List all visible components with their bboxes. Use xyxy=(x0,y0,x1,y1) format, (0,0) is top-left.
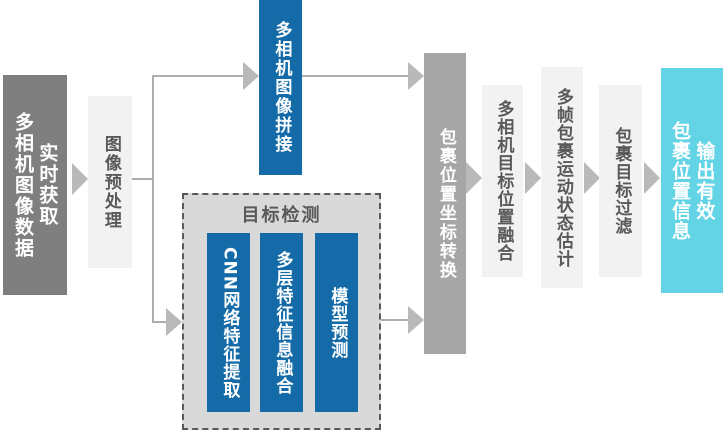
connector-detection-to-transform xyxy=(381,319,408,321)
connector-branch-vertical xyxy=(152,75,154,323)
motion-estimate-box-label: 多帧包裹运动状态估计 xyxy=(552,87,573,268)
arrow-transform-to-camera-fusion-icon xyxy=(466,162,482,194)
source-box: 实时获取 多相机图像数据 xyxy=(3,75,67,295)
arrow-source-to-preprocess-icon xyxy=(72,163,88,195)
arrow-into-stitch-icon xyxy=(243,62,259,90)
detection-group-title: 目标检测 xyxy=(241,205,322,226)
output-box-label: 输出有效 包裹位置信息 xyxy=(669,120,716,241)
model-predict-box: 模型预测 xyxy=(315,233,358,412)
arrow-camera-fusion-to-motion-icon xyxy=(525,162,541,194)
filter-box-label: 包裹目标过滤 xyxy=(611,127,632,235)
transform-box-label: 包裹位置坐标转换 xyxy=(435,127,456,280)
connector-stitch-to-transform xyxy=(302,75,408,77)
preprocess-box-label: 图像预处理 xyxy=(100,134,121,230)
output-box: 输出有效 包裹位置信息 xyxy=(661,68,723,293)
preprocess-box: 图像预处理 xyxy=(88,96,132,268)
arrow-filter-to-output-icon xyxy=(644,162,660,194)
model-predict-box-label: 模型预测 xyxy=(327,286,348,359)
cnn-feature-box: CNN网络特征提取 xyxy=(207,233,250,412)
feature-fusion-box-label: 多层特征信息融合 xyxy=(272,250,293,395)
arrow-into-detection-icon xyxy=(166,308,182,336)
filter-box: 包裹目标过滤 xyxy=(599,85,642,277)
connector-branch-top xyxy=(152,75,244,77)
connector-preprocess-junction xyxy=(132,178,153,180)
arrow-motion-to-filter-icon xyxy=(584,162,600,194)
arrow-into-transform-bottom-icon xyxy=(408,306,424,334)
camera-fusion-box-label: 多相机目标位置融合 xyxy=(493,100,514,262)
cnn-feature-box-label: CNN网络特征提取 xyxy=(219,246,240,399)
feature-fusion-box: 多层特征信息融合 xyxy=(260,233,303,412)
camera-fusion-box: 多相机目标位置融合 xyxy=(482,85,523,277)
connector-branch-bottom xyxy=(152,321,168,323)
source-box-label: 实时获取 多相机图像数据 xyxy=(12,111,59,259)
stitch-box-label: 多相机图像拼接 xyxy=(271,21,292,154)
arrow-into-transform-top-icon xyxy=(408,62,424,90)
transform-box: 包裹位置坐标转换 xyxy=(424,53,466,354)
stitch-box: 多相机图像拼接 xyxy=(259,0,302,175)
motion-estimate-box: 多帧包裹运动状态估计 xyxy=(541,67,583,288)
